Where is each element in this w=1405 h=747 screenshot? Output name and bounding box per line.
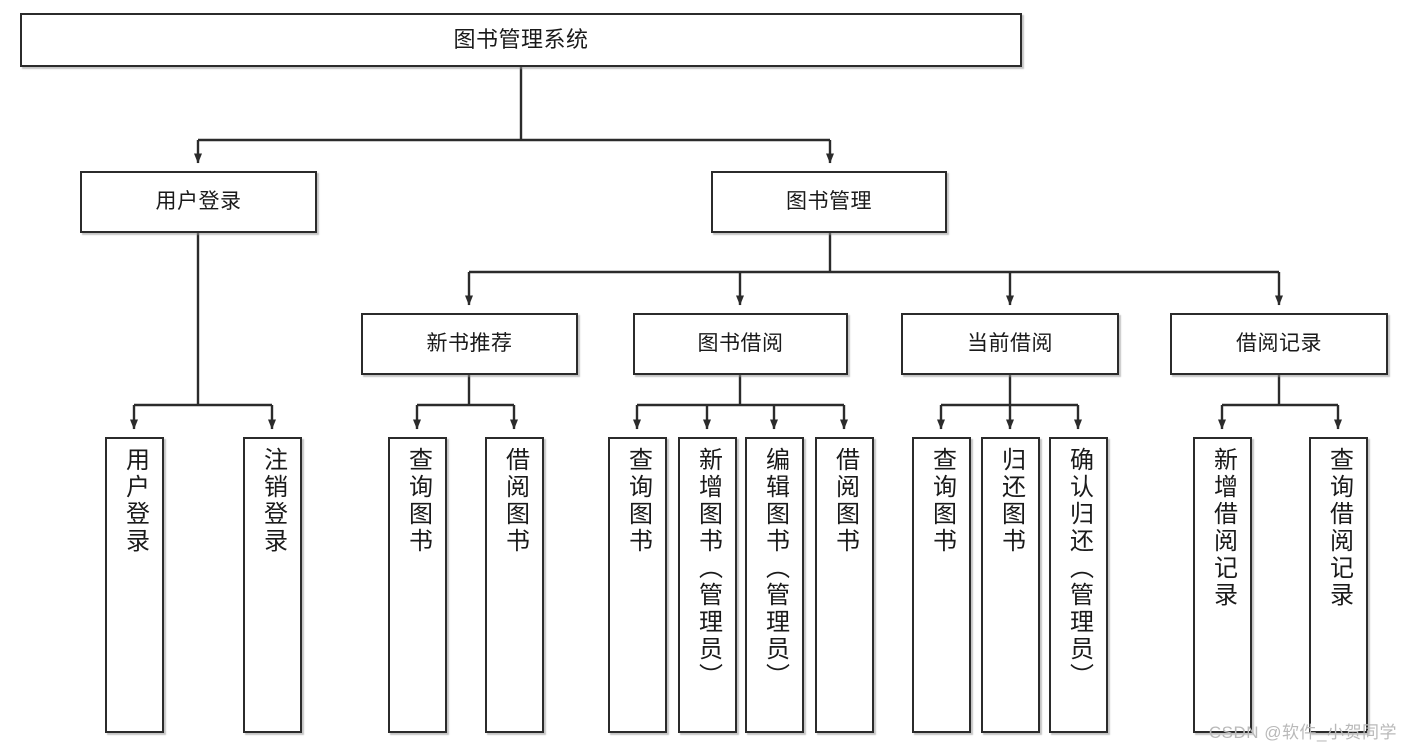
node-leaf-user-login-label: 用户登录 (121, 447, 149, 555)
node-leaf-logout-login[interactable]: 注销登录 (243, 437, 302, 733)
node-leaf-confirm-return-label: 确认归还（管理员） (1065, 447, 1093, 690)
node-leaf-query-book-1-label: 查询图书 (404, 447, 432, 555)
node-borrow-record[interactable]: 借阅记录 (1170, 313, 1388, 375)
node-leaf-user-login[interactable]: 用户登录 (105, 437, 164, 733)
node-current-borrow-label: 当前借阅 (967, 331, 1053, 355)
node-leaf-edit-book-label: 编辑图书（管理员） (761, 447, 789, 690)
node-leaf-add-record-label: 新增借阅记录 (1209, 447, 1237, 609)
node-leaf-borrow-book-2-label: 借阅图书 (831, 447, 859, 555)
node-leaf-borrow-book-2[interactable]: 借阅图书 (815, 437, 874, 733)
node-user-login-label: 用户登录 (155, 189, 242, 213)
node-new-book-recommend[interactable]: 新书推荐 (361, 313, 578, 375)
node-leaf-borrow-book-1-label: 借阅图书 (501, 447, 529, 555)
node-root-label: 图书管理系统 (453, 27, 589, 53)
node-book-management-label: 图书管理 (786, 189, 872, 213)
csdn-watermark: CSDN @软件_小贺同学 (1208, 723, 1397, 742)
node-leaf-logout-login-label: 注销登录 (259, 447, 287, 555)
node-leaf-edit-book[interactable]: 编辑图书（管理员） (745, 437, 804, 733)
node-leaf-query-book-3[interactable]: 查询图书 (912, 437, 971, 733)
node-borrow-record-label: 借阅记录 (1236, 331, 1322, 355)
node-leaf-return-book[interactable]: 归还图书 (981, 437, 1040, 733)
node-leaf-confirm-return[interactable]: 确认归还（管理员） (1049, 437, 1108, 733)
node-book-management[interactable]: 图书管理 (711, 171, 947, 233)
node-new-book-recommend-label: 新书推荐 (426, 331, 513, 355)
node-leaf-query-book-2-label: 查询图书 (624, 447, 652, 555)
node-leaf-query-record-label: 查询借阅记录 (1325, 447, 1353, 609)
node-leaf-add-record[interactable]: 新增借阅记录 (1193, 437, 1252, 733)
node-leaf-query-book-3-label: 查询图书 (928, 447, 956, 555)
node-leaf-add-book[interactable]: 新增图书（管理员） (678, 437, 737, 733)
node-leaf-return-book-label: 归还图书 (997, 447, 1025, 555)
node-book-borrow[interactable]: 图书借阅 (633, 313, 848, 375)
node-leaf-query-book-1[interactable]: 查询图书 (388, 437, 447, 733)
node-leaf-add-book-label: 新增图书（管理员） (694, 447, 722, 690)
node-leaf-query-book-2[interactable]: 查询图书 (608, 437, 667, 733)
node-book-borrow-label: 图书借阅 (697, 331, 784, 355)
node-current-borrow[interactable]: 当前借阅 (901, 313, 1119, 375)
node-root[interactable]: 图书管理系统 (20, 13, 1022, 67)
node-leaf-query-record[interactable]: 查询借阅记录 (1309, 437, 1368, 733)
node-user-login[interactable]: 用户登录 (80, 171, 317, 233)
node-leaf-borrow-book-1[interactable]: 借阅图书 (485, 437, 544, 733)
